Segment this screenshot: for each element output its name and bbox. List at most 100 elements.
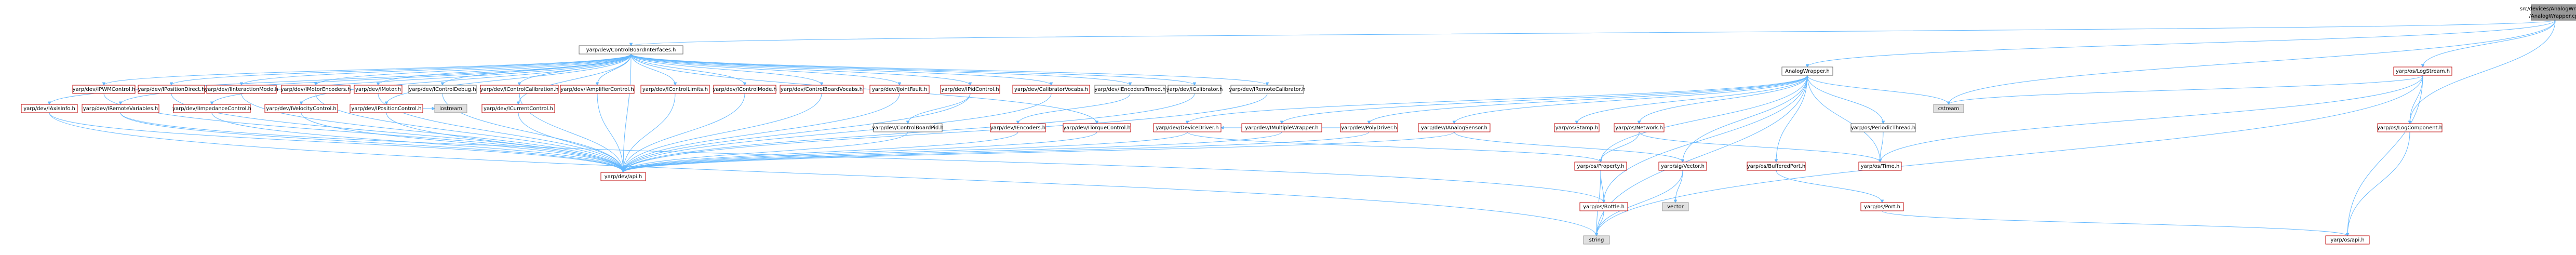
- node-icontroldebug[interactable]: yarp/dev/IControlDebug.h: [408, 85, 477, 94]
- dependency-edge: [1675, 170, 1683, 203]
- node-stamp[interactable]: yarp/os/Stamp.h: [1554, 123, 1600, 132]
- edge-aw-to-bufport: [1776, 75, 1808, 162]
- edge-cbi-to-icalibrator: [630, 53, 1195, 85]
- node-calibvocabs[interactable]: yarp/dev/CalibratorVocabs.h: [1012, 85, 1090, 94]
- node-osapi[interactable]: yarp/os/api.h: [2325, 235, 2370, 245]
- node-cbvocabs[interactable]: yarp/dev/ControlBoardVocabs.h: [780, 85, 864, 94]
- edge-cbpid-to-api: [623, 131, 908, 172]
- node-string[interactable]: string: [1583, 235, 1610, 245]
- edge-ianalog-to-api: [623, 131, 1455, 172]
- edge-cbi-to-icontrolmode: [630, 53, 745, 85]
- dependency-edge: [623, 131, 1282, 172]
- edge-bufport-to-osport: [1776, 170, 1882, 203]
- node-label: AnalogWrapper.h: [1785, 69, 1830, 74]
- node-logcomp[interactable]: yarp/os/LogComponent.h: [2377, 123, 2443, 132]
- node-bufport[interactable]: yarp/os/BufferedPort.h: [1747, 162, 1806, 171]
- dependency-edge: [908, 93, 971, 124]
- node-api[interactable]: yarp/dev/api.h: [600, 172, 646, 181]
- edge-imultiwrap-to-api: [623, 131, 1282, 172]
- node-cstream[interactable]: cstream: [1933, 104, 1964, 113]
- node-iposition[interactable]: yarp/dev/IPositionControl.h: [350, 104, 423, 113]
- node-iposdirect[interactable]: yarp/dev/IPositionDirect.h: [138, 85, 205, 94]
- node-label: yarp/dev/IAnalogSensor.h: [1421, 125, 1487, 131]
- node-label: yarp/os/api.h: [2330, 237, 2364, 243]
- node-iimpedance[interactable]: yarp/dev/IImpedanceControl.h: [172, 104, 251, 113]
- edge-aw-to-stamp: [1577, 75, 1808, 124]
- edge-cbi-to-ipidcontrol: [630, 53, 970, 85]
- node-iinteraction[interactable]: yarp/dev/IInteractionMode.h: [205, 85, 278, 94]
- node-network[interactable]: yarp/os/Network.h: [1614, 123, 1665, 132]
- node-imotor[interactable]: yarp/dev/IMotor.h: [354, 85, 403, 94]
- node-iencoderstimed[interactable]: yarp/dev/IEncodersTimed.h: [1094, 85, 1166, 94]
- node-icalibrator[interactable]: yarp/dev/ICalibrator.h: [1166, 85, 1223, 94]
- node-cbpid[interactable]: yarp/dev/ControlBoardPid.h: [872, 123, 944, 132]
- edge-root-to-cstream: [1949, 20, 2556, 104]
- node-icontrolcalib[interactable]: yarp/dev/IControlCalibration.h: [480, 85, 559, 94]
- node-property[interactable]: yarp/os/Property.h: [1574, 162, 1627, 171]
- node-box: [600, 172, 646, 181]
- node-box: [82, 104, 159, 113]
- node-label: yarp/dev/ControlBoardInterfaces.h: [586, 47, 676, 53]
- node-ianalog[interactable]: yarp/dev/IAnalogSensor.h: [1418, 123, 1491, 132]
- dependency-edge: [597, 93, 623, 172]
- node-icontrolmode[interactable]: yarp/dev/IControlMode.h: [713, 85, 777, 94]
- edge-logstream-to-logcomp: [2410, 75, 2423, 124]
- node-vector[interactable]: vector: [1662, 202, 1689, 211]
- edge-aw-to-cstream: [1807, 75, 1949, 104]
- node-cbi[interactable]: yarp/dev/ControlBoardInterfaces.h: [579, 45, 683, 55]
- node-box: [350, 104, 423, 113]
- node-label: yarp/dev/ICurrentControl.h: [484, 106, 553, 112]
- node-icontrollimits[interactable]: yarp/dev/IControlLimits.h: [640, 85, 710, 94]
- node-root[interactable]: src/devices/AnalogWrapper/AnalogWrapper.…: [2520, 4, 2576, 21]
- node-ivelocity[interactable]: yarp/dev/IVelocityControl.h: [264, 104, 338, 113]
- node-itorque[interactable]: yarp/dev/ITorqueControl.h: [1063, 123, 1131, 132]
- node-devdriver[interactable]: yarp/dev/DeviceDriver.h: [1153, 123, 1222, 132]
- dependency-edge: [49, 112, 623, 172]
- node-logstream[interactable]: yarp/os/LogStream.h: [2393, 66, 2452, 76]
- node-ipidcontrol[interactable]: yarp/dev/IPidControl.h: [940, 85, 1000, 94]
- edge-logstream-to-ostime: [1880, 75, 2423, 162]
- dependency-edge: [630, 53, 822, 85]
- dependency-edge: [1601, 75, 1808, 162]
- dependency-edge: [623, 93, 822, 172]
- edge-devdriver-to-property: [1187, 131, 1601, 162]
- node-box: [990, 123, 1046, 132]
- node-label: yarp/dev/IPidControl.h: [941, 87, 999, 92]
- node-icurrent[interactable]: yarp/dev/ICurrentControl.h: [481, 104, 555, 113]
- node-ostime[interactable]: yarp/os/Time.h: [1858, 162, 1902, 171]
- node-aw[interactable]: AnalogWrapper.h: [1781, 66, 1833, 76]
- node-iostream[interactable]: iostream: [434, 104, 467, 113]
- node-bottle[interactable]: yarp/os/Bottle.h: [1579, 202, 1628, 211]
- edge-cbi-to-cbvocabs: [630, 53, 822, 85]
- edge-cbi-to-calibvocabs: [630, 53, 1051, 85]
- node-osport[interactable]: yarp/os/Port.h: [1860, 202, 1904, 211]
- node-periodic[interactable]: yarp/os/PeriodicThread.h: [1850, 123, 1916, 132]
- dependency-edge: [212, 53, 632, 104]
- node-box: [480, 85, 559, 94]
- node-imultiwrap[interactable]: yarp/dev/IMultipleWrapper.h: [1241, 123, 1322, 132]
- node-ipwm[interactable]: yarp/dev/IPWMControl.h: [72, 85, 136, 94]
- dependency-edge: [171, 53, 632, 85]
- edge-periodic-to-ostime: [1880, 131, 1884, 162]
- node-axisinfo[interactable]: yarp/dev/IAxisInfo.h: [21, 104, 78, 113]
- node-label: yarp/dev/IJointFault.h: [872, 87, 927, 92]
- node-iamplifier[interactable]: yarp/dev/IAmplifierControl.h: [560, 85, 635, 94]
- dependency-edge: [630, 53, 745, 85]
- node-iremotevars[interactable]: yarp/dev/IRemoteVariables.h: [82, 104, 159, 113]
- node-iencoders[interactable]: yarp/dev/IEncoders.h: [990, 123, 1046, 132]
- node-label: cstream: [1938, 106, 1960, 112]
- edge-icontrolmode-to-api: [623, 93, 745, 172]
- node-label: yarp/os/Stamp.h: [1555, 125, 1599, 131]
- node-imotorenc[interactable]: yarp/dev/IMotorEncoders.h: [280, 85, 351, 94]
- node-label: yarp/dev/IEncodersTimed.h: [1094, 87, 1165, 92]
- node-ijointfault[interactable]: yarp/dev/IJointFault.h: [869, 85, 930, 94]
- edge-cbi-to-ijointfault: [630, 53, 900, 85]
- edge-root-to-cbi: [631, 20, 2556, 46]
- node-sigvector[interactable]: yarp/sig/Vector.h: [1658, 162, 1707, 171]
- edge-iposition-to-api: [386, 112, 623, 172]
- node-box: [780, 85, 864, 94]
- dependency-edge: [1454, 131, 1683, 162]
- node-polydriver[interactable]: yarp/dev/PolyDriver.h: [1340, 123, 1398, 132]
- node-iremotecalib[interactable]: yarp/dev/IRemoteCalibrator.h: [1229, 85, 1306, 94]
- dependency-edge: [378, 53, 632, 85]
